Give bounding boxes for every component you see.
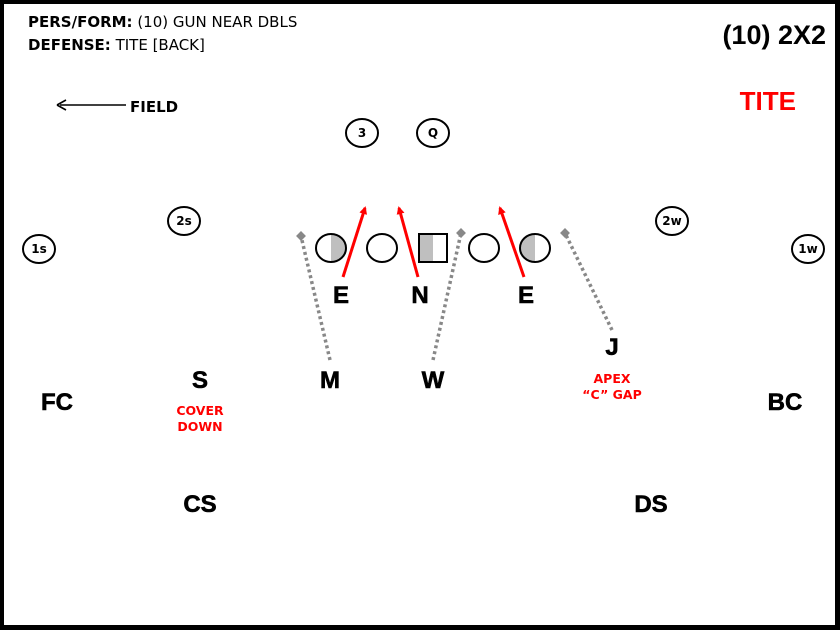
dotted-path — [431, 232, 463, 361]
linebacker-paths — [296, 228, 614, 361]
lineman-lt — [315, 233, 347, 263]
lineman-rg — [468, 233, 500, 263]
rush-arrows — [341, 206, 526, 278]
player-circle — [167, 206, 201, 236]
lineman-c — [418, 233, 448, 263]
diamond-endpoint-icon — [456, 228, 466, 238]
rush-arrow-icon — [341, 206, 367, 278]
defender-m: M — [320, 367, 341, 395]
player-circle — [655, 206, 689, 236]
defender-j: J — [605, 334, 619, 362]
offensive-skill-players — [22, 118, 825, 264]
rush-arrow-icon — [498, 206, 526, 278]
dotted-path — [299, 235, 332, 361]
player-circle — [22, 234, 56, 264]
defender-ds: DS — [634, 491, 668, 519]
pers-form-line: PERS/FORM: (10) GUN NEAR DBLS — [28, 13, 297, 31]
diamond-endpoint-icon — [296, 231, 306, 241]
defender-e: E — [517, 282, 535, 310]
offense-player-Q: Q — [427, 126, 439, 140]
player-circle — [416, 118, 450, 148]
formation-title: (10) 2X2 — [722, 20, 826, 50]
defender-cs: CS — [183, 491, 217, 519]
player-circle — [345, 118, 379, 148]
rush-arrow-icon — [396, 206, 420, 278]
lineman-rt — [519, 233, 551, 263]
arrow-left-icon — [56, 99, 126, 111]
defender-w: W — [421, 367, 445, 395]
pers-form-value: (10) GUN NEAR DBLS — [137, 13, 298, 31]
assignment-note: APEX“C” GAP — [582, 371, 642, 402]
offense-player-1s: 1s — [31, 242, 47, 256]
defense-call: TITE — [739, 86, 796, 116]
defender-e: E — [332, 282, 350, 310]
defender-n: N — [411, 282, 429, 310]
offense-player-2w: 2w — [662, 214, 682, 228]
offense-player-3: 3 — [357, 126, 367, 140]
defense-label: DEFENSE: — [28, 36, 111, 54]
offense-player-2s: 2s — [176, 214, 192, 228]
defender-bc: BC — [767, 389, 803, 417]
pers-form-label: PERS/FORM: — [28, 13, 133, 31]
player-circle — [791, 234, 825, 264]
dotted-path — [563, 232, 614, 331]
defense-line: DEFENSE: TITE [BACK] — [28, 36, 205, 54]
defender-s: S — [191, 367, 209, 395]
field-direction-label: FIELD — [130, 98, 179, 116]
diamond-endpoint-icon — [560, 228, 570, 238]
lineman-lg — [366, 233, 398, 263]
defense-value: TITE [BACK] — [115, 36, 205, 54]
defender-fc: FC — [41, 389, 74, 417]
offense-player-1w: 1w — [798, 242, 818, 256]
offensive-line — [315, 233, 551, 263]
